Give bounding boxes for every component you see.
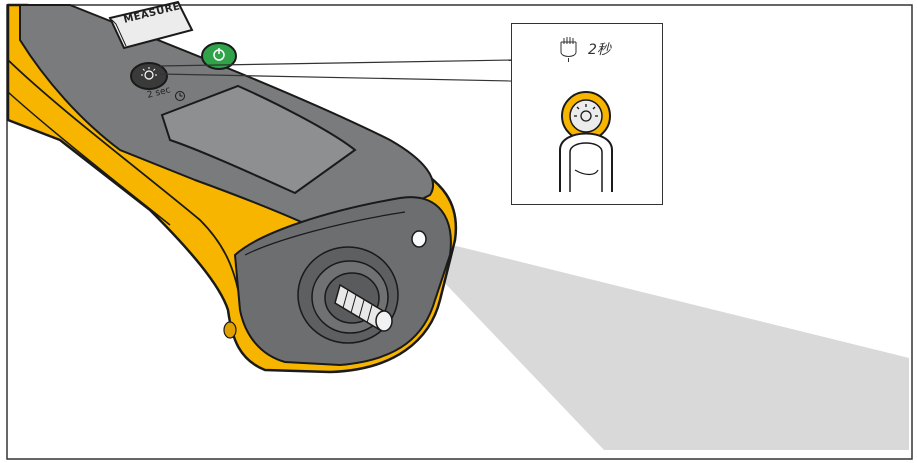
- callout-duration-label: 2秒: [588, 39, 611, 59]
